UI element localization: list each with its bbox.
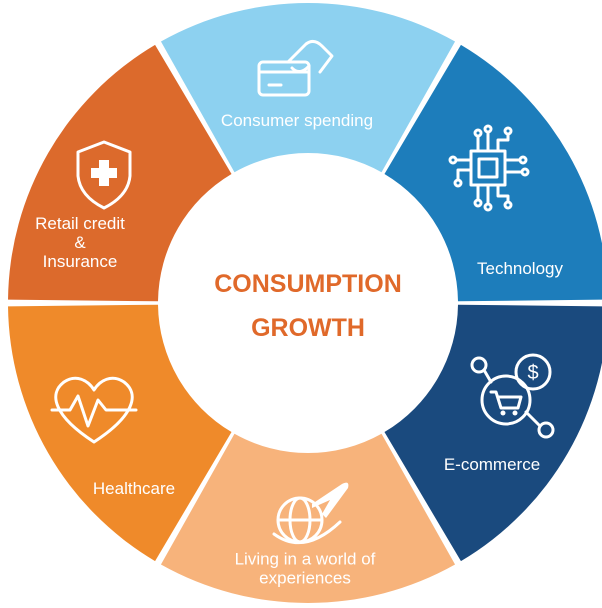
segment-retail-credit <box>8 44 232 302</box>
segment-healthcare <box>8 304 232 562</box>
center-circle <box>160 155 456 451</box>
credit-card-hand-icon <box>257 39 334 97</box>
segment-label-living-experiences-line-1: Living in a world of <box>235 550 376 569</box>
segment-label-healthcare: Healthcare <box>93 479 175 498</box>
segment-technology <box>384 44 602 302</box>
microchip-icon <box>448 124 530 212</box>
segment-label-retail-credit-line-3: Insurance <box>43 252 118 271</box>
wheel-segments: Consumer spendingTechnologyE-commerceLiv… <box>8 3 602 603</box>
segment-living-experiences <box>160 433 456 603</box>
segment-label-consumer-spending: Consumer spending <box>221 111 373 130</box>
shield-cross-icon <box>76 140 132 210</box>
globe-airplane-icon <box>272 482 349 544</box>
center-title-line-2: GROWTH <box>251 314 365 342</box>
center-title-line-1: CONSUMPTION <box>214 270 402 298</box>
heart-pulse-icon <box>50 376 138 444</box>
svg-text:$: $ <box>527 362 538 384</box>
shopping-cart-dollar-icon: $ <box>470 353 555 439</box>
segment-label-e-commerce: E-commerce <box>444 455 540 474</box>
segment-label-living-experiences-line-2: experiences <box>259 569 351 588</box>
segment-label-retail-credit-line-2: & <box>74 233 86 252</box>
segment-e-commerce <box>384 304 602 562</box>
segment-label-retail-credit-line-1: Retail credit <box>35 214 125 233</box>
segment-label-technology: Technology <box>477 259 564 278</box>
